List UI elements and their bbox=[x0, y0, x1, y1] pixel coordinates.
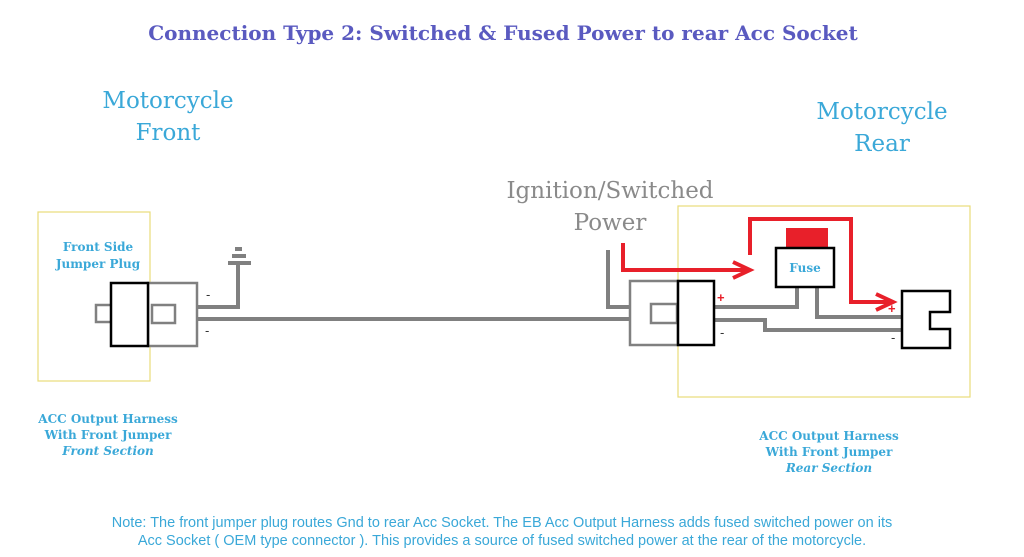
plus-sign: + bbox=[888, 301, 896, 316]
jumper-plug-tab bbox=[94, 303, 114, 324]
minus-sign: - bbox=[891, 330, 895, 345]
jumper-plug-label-line2: Jumper Plug bbox=[55, 257, 141, 271]
ground-wires bbox=[197, 247, 630, 321]
front-section-line3: Front Section bbox=[61, 444, 154, 458]
rear-section-line3: Rear Section bbox=[785, 461, 872, 475]
fuse-output-wire bbox=[815, 287, 902, 319]
front-section-line2: With Front Jumper bbox=[44, 428, 172, 442]
rear-ground-wire bbox=[714, 318, 902, 332]
diagram-title: Connection Type 2: Switched & Fused Powe… bbox=[148, 21, 858, 45]
fuse-cap bbox=[786, 228, 828, 248]
fuse-input-wire bbox=[714, 287, 799, 309]
minus-sign: - bbox=[206, 287, 210, 302]
fuse bbox=[774, 246, 836, 289]
ignition-wire bbox=[606, 250, 630, 309]
note-line2: Acc Socket ( OEM type connector ). This … bbox=[138, 533, 866, 549]
jumper-plug-label-line1: Front Side bbox=[63, 240, 134, 254]
minus-sign: - bbox=[205, 323, 209, 338]
rear-connector-socket bbox=[649, 302, 679, 325]
front-jumper-plug bbox=[109, 281, 150, 348]
acc-socket bbox=[900, 289, 952, 350]
note-line1: Note: The front jumper plug routes Gnd t… bbox=[112, 515, 892, 531]
power-flow-arrow-1 bbox=[621, 243, 755, 280]
power-flow-arrow-2 bbox=[748, 217, 898, 312]
plus-sign: + bbox=[717, 290, 725, 305]
front-connector-socket bbox=[150, 303, 177, 325]
rear-label-line1: Motorcycle bbox=[816, 99, 947, 125]
ignition-label-line1: Ignition/Switched bbox=[506, 178, 713, 204]
fuse-label: Fuse bbox=[789, 261, 821, 275]
minus-sign: - bbox=[720, 325, 724, 340]
rear-section-line2: With Front Jumper bbox=[765, 445, 893, 459]
front-label-line2: Front bbox=[136, 120, 202, 146]
rear-section-line1: ACC Output Harness bbox=[758, 429, 899, 443]
rear-label-line2: Rear bbox=[854, 131, 910, 157]
front-label-line1: Motorcycle bbox=[102, 88, 233, 114]
harness-plug bbox=[676, 279, 716, 347]
ignition-label-line2: Power bbox=[574, 210, 647, 236]
front-section-line1: ACC Output Harness bbox=[37, 412, 178, 426]
